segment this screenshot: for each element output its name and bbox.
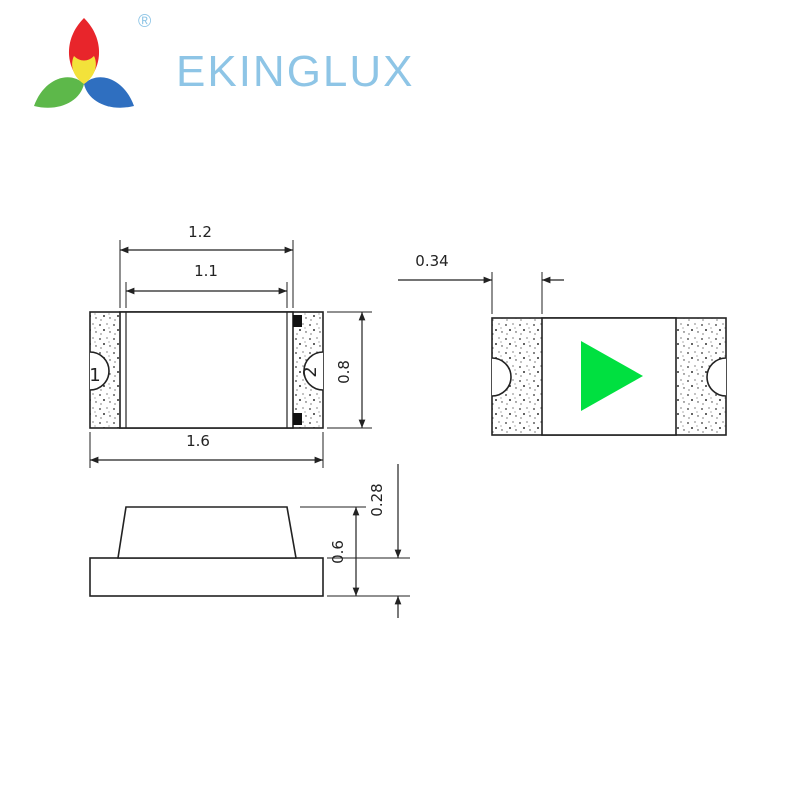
side-view-base	[89, 557, 324, 597]
side-view: 0.6 0.28	[89, 464, 410, 618]
logo-icon	[34, 18, 134, 108]
dim-label-1-1: 1.1	[194, 262, 218, 280]
brand-name: EKINGLUX	[176, 47, 415, 96]
top-view: 1.2 1.1 1.6 0.8 1 2	[89, 223, 372, 468]
dim-label-0-34: 0.34	[415, 252, 448, 270]
bottom-view: 0.34	[398, 252, 727, 436]
dim-label-1-2: 1.2	[188, 223, 212, 241]
dim-label-0-28: 0.28	[368, 483, 386, 516]
registered-mark: ®	[138, 11, 152, 31]
dim-label-0-8: 0.8	[335, 360, 353, 384]
polarity-triangle-icon	[581, 341, 643, 411]
bottom-view-notch-left	[491, 357, 512, 397]
side-view-lens	[117, 506, 297, 559]
top-view-notch-right	[303, 351, 324, 391]
dim-label-0-6: 0.6	[329, 540, 347, 564]
dim-label-1-6: 1.6	[186, 432, 210, 450]
bottom-view-notch-right	[706, 357, 727, 397]
polarity-mark-top	[293, 315, 302, 327]
logo-yellow-center	[72, 56, 96, 84]
polarity-mark-bottom	[293, 413, 302, 425]
pin-label-1: 1	[89, 365, 100, 386]
pin-label-2: 2	[300, 366, 321, 377]
logo-green-petal	[34, 77, 84, 108]
top-view-notch-left	[89, 351, 110, 391]
top-view-body	[119, 311, 294, 429]
logo-blue-petal	[84, 77, 134, 108]
